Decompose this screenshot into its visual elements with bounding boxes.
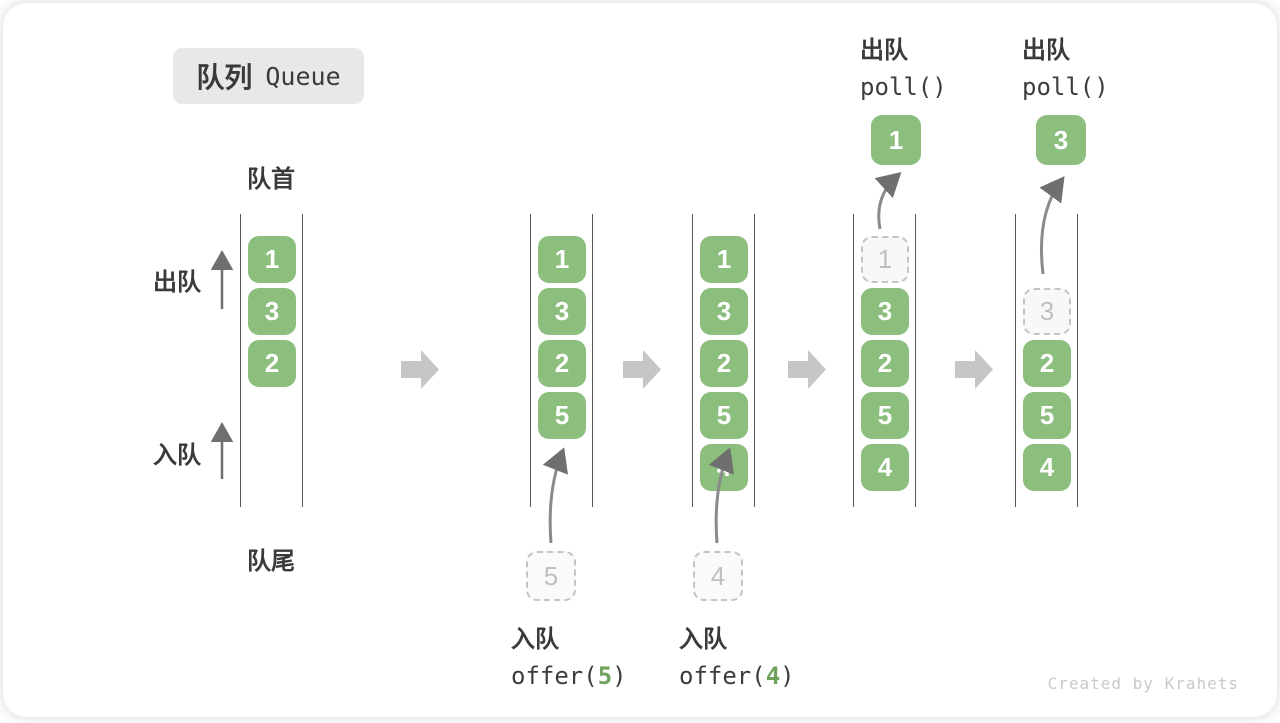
- queue-cell: 5: [861, 392, 909, 439]
- queue-cell: 4: [1023, 444, 1071, 491]
- queue-cell: 3: [700, 288, 748, 335]
- step-arrow-icon: [788, 350, 826, 389]
- op-poll-code: poll(): [1022, 73, 1109, 101]
- queue-cell: 1: [538, 236, 586, 283]
- operation-label-offer-4: 入队 offer(4): [679, 619, 795, 690]
- queue-cell: 2: [1023, 340, 1071, 387]
- queue-column-4: 1 3 2 5 4: [853, 214, 916, 507]
- queue-column-2: 1 3 2 5: [530, 214, 593, 507]
- queue-cell: 4: [700, 444, 748, 491]
- label-queue-front: 队首: [240, 159, 302, 194]
- queue-cell: 5: [538, 392, 586, 439]
- op-poll-code: poll(): [860, 73, 947, 101]
- operation-label-poll-1: 出队 poll(): [860, 30, 947, 101]
- label-enqueue: 入队: [153, 435, 201, 470]
- queue-cell-removed: 3: [1023, 288, 1071, 335]
- dequeued-value-box: 1: [871, 115, 921, 165]
- op-offer-arg: 5: [598, 662, 612, 690]
- queue-cell: 3: [861, 288, 909, 335]
- queue-column-1: 1 3 2: [240, 214, 303, 507]
- queue-cell: 2: [248, 340, 296, 387]
- label-queue-rear: 队尾: [240, 541, 302, 576]
- queue-cell: 3: [248, 288, 296, 335]
- arrows-overlay: [3, 3, 1280, 723]
- queue-cell: 3: [538, 288, 586, 335]
- op-offer-code: offer(5): [511, 662, 627, 690]
- operation-label-poll-2: 出队 poll(): [1022, 30, 1109, 101]
- queue-cell: 4: [861, 444, 909, 491]
- operation-label-offer-5: 入队 offer(5): [511, 619, 627, 690]
- pending-value-box: 5: [526, 551, 576, 601]
- pending-value-box: 4: [693, 551, 743, 601]
- label-dequeue: 出队: [153, 262, 201, 297]
- queue-column-5: 3 2 5 4: [1015, 214, 1078, 507]
- title-english: Queue: [265, 62, 340, 91]
- queue-cell: 5: [1023, 392, 1071, 439]
- title-badge: 队列 Queue: [173, 48, 364, 104]
- queue-column-3: 1 3 2 5 4: [692, 214, 755, 507]
- queue-cell: 1: [700, 236, 748, 283]
- op-dequeue-text: 出队: [860, 30, 947, 65]
- queue-cell-removed: 1: [861, 236, 909, 283]
- op-offer-code: offer(4): [679, 662, 795, 690]
- queue-cell: 2: [538, 340, 586, 387]
- dequeued-value-box: 3: [1036, 115, 1086, 165]
- watermark-credit: Created by Krahets: [1048, 674, 1239, 693]
- diagram-card: 队列 Queue 队首 队尾 出队 入队 1 3 2 1 3 2 5 1 3 2…: [3, 3, 1277, 717]
- queue-cell: 2: [700, 340, 748, 387]
- op-dequeue-text: 出队: [1022, 30, 1109, 65]
- queue-cell: 2: [861, 340, 909, 387]
- title-chinese: 队列: [196, 56, 252, 96]
- step-arrow-icon: [401, 350, 439, 389]
- step-arrow-icon: [955, 350, 993, 389]
- op-enqueue-text: 入队: [679, 619, 795, 654]
- queue-cell: 1: [248, 236, 296, 283]
- queue-cell: 5: [700, 392, 748, 439]
- op-enqueue-text: 入队: [511, 619, 627, 654]
- op-offer-arg: 4: [766, 662, 780, 690]
- step-arrow-icon: [623, 350, 661, 389]
